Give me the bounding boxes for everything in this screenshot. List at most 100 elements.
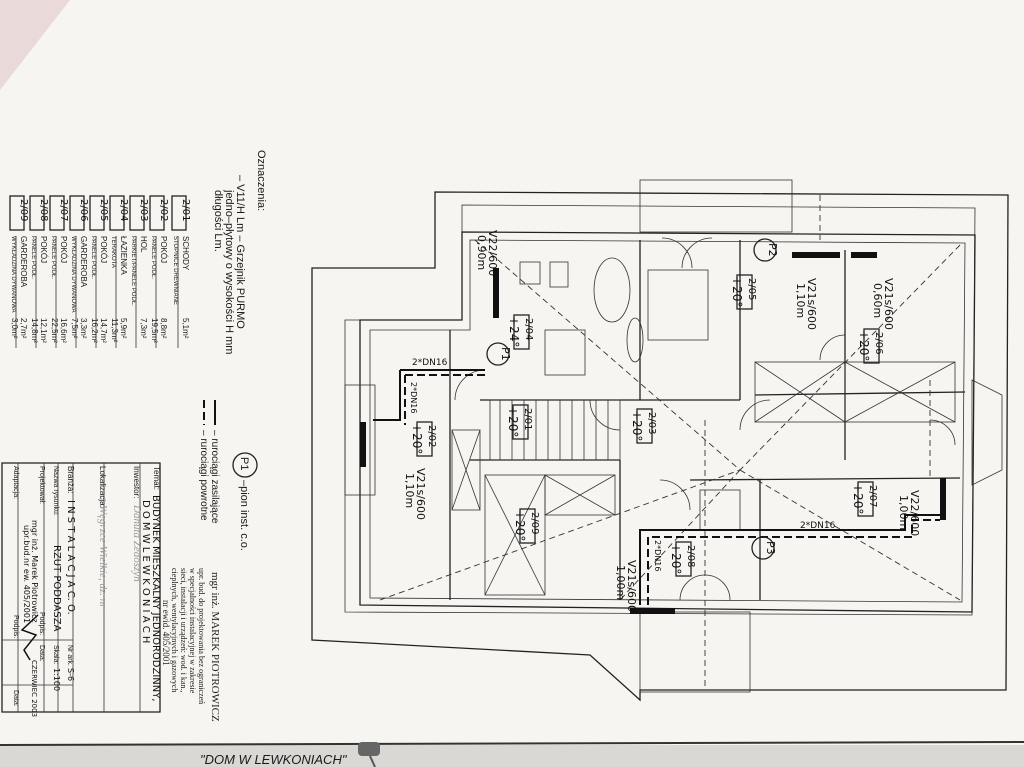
riser-icon bbox=[486, 342, 510, 366]
legend-radiator-2: jedno–płytowy o wysokości H mm bbox=[223, 189, 235, 354]
radiator-type: V21s/600 bbox=[625, 560, 638, 612]
floor-plan bbox=[311, 179, 1009, 702]
adaptacja-label: Adaptacja: bbox=[12, 466, 19, 499]
room-name: POKÓJ bbox=[159, 236, 168, 263]
legend: Oznaczenia: – V11/H Lm – Grzejnik PURMO … bbox=[198, 150, 267, 551]
room-number: 2/09 bbox=[18, 199, 29, 221]
room-tag-box bbox=[519, 508, 536, 544]
riser-label: P2 bbox=[766, 243, 779, 257]
radiator-2-02 bbox=[360, 422, 366, 467]
roof-outline bbox=[311, 191, 1009, 702]
room-temperature: +20° bbox=[851, 483, 865, 514]
radiator-length: 1,00m bbox=[897, 495, 910, 530]
podpis-label: Podpis: bbox=[38, 612, 45, 635]
room-number: 2/03 bbox=[138, 199, 149, 221]
room-temperature: +20° bbox=[669, 543, 683, 574]
room-area-2: 16,2m² bbox=[90, 318, 99, 343]
stamp-line: nr ewid. 405/2001 bbox=[161, 600, 171, 666]
room-number-box bbox=[29, 195, 45, 231]
stamp-line: mgr inż. MAREK PIOTROWICZ bbox=[209, 572, 221, 722]
shower bbox=[544, 329, 586, 376]
title-block: Temat: BUDYNEK MIESZKALNY JEDNORODZINNY,… bbox=[1, 462, 161, 717]
furniture-2-08 bbox=[699, 489, 741, 531]
bathtub bbox=[593, 257, 631, 323]
radiator-type: V22/600 bbox=[908, 490, 921, 536]
temat: BUDYNEK MIESZKALNY JEDNORODZINNY, bbox=[150, 495, 161, 702]
room-number: 2/07 bbox=[58, 199, 69, 221]
room-tag-number: 2/04 bbox=[523, 318, 534, 340]
radiator-type: V21s/600 bbox=[882, 278, 895, 330]
room-finish: PANELE PODŁ. bbox=[30, 236, 36, 279]
room-temperature: +20° bbox=[513, 510, 527, 541]
room-area: 7,3m² bbox=[139, 318, 148, 339]
room-number: 2/04 bbox=[118, 199, 129, 221]
room-name: SCHODY bbox=[181, 236, 190, 271]
room-area: 3,3m² bbox=[79, 318, 88, 339]
room-area-2: 14,8m² bbox=[30, 318, 39, 343]
legend-supply: – rurociągi zasilające bbox=[209, 430, 220, 524]
room-number-box bbox=[109, 195, 125, 231]
room-finish: TERAKOTA bbox=[110, 236, 116, 268]
room-tag-number: 2/09 bbox=[529, 512, 540, 534]
room-area-2: 7,5m² bbox=[70, 318, 79, 339]
room-temperature: +20° bbox=[410, 423, 424, 454]
radiator-2-08 bbox=[630, 608, 675, 614]
room-tag-number: 2/06 bbox=[873, 332, 884, 354]
room-finish: PANELE PODŁ. bbox=[150, 236, 156, 279]
room-tag-box bbox=[736, 274, 753, 310]
room-tag: 2/02+20° bbox=[410, 421, 437, 457]
room-name: ŁAZIENKA bbox=[119, 236, 128, 275]
room-temperature: +20° bbox=[730, 276, 744, 307]
room-finish: PANELE PODŁ. bbox=[90, 236, 96, 279]
roof-ridge-lines bbox=[379, 195, 961, 690]
room-number-box bbox=[129, 195, 145, 231]
pipe-label: 2*DN16 bbox=[412, 358, 448, 368]
room-tag-number: 2/07 bbox=[867, 485, 878, 507]
legend-riser-desc: –pion inst. c.o. bbox=[238, 480, 250, 551]
signature-icon bbox=[20, 614, 39, 661]
room-tag: 2/08+20° bbox=[669, 541, 696, 577]
room-name: GARDEROBA bbox=[79, 236, 88, 288]
room-area-2: 3,0m² bbox=[10, 318, 19, 339]
room-number: 2/01 bbox=[180, 199, 191, 221]
designer-license: upr.bud.nr ew. 405/2001 bbox=[22, 525, 31, 623]
lokalizacja-label: Lokalizacja: bbox=[98, 466, 107, 508]
radiator-type: V22/600 bbox=[486, 230, 499, 276]
branza-label: Branża: bbox=[66, 466, 75, 494]
riser-icon bbox=[753, 238, 777, 262]
inwestor-label: Inwestor: bbox=[132, 466, 141, 498]
external-walls bbox=[359, 231, 976, 613]
room-name: POKÓJ bbox=[99, 236, 108, 263]
room-area: 5,1m² bbox=[181, 318, 190, 339]
legend-radiator-3: długości Lm. bbox=[212, 190, 224, 252]
binder-clip-icon bbox=[358, 742, 380, 767]
pipe-label: 2*DN16 bbox=[800, 521, 836, 531]
binding-strip bbox=[0, 745, 1024, 767]
pipe-label: 2*DN16 bbox=[409, 382, 418, 413]
temat-label: Temat: bbox=[152, 466, 161, 490]
room-tag-number: 2/08 bbox=[685, 545, 696, 567]
room-finish: WYKŁADZINA DYWANOWA bbox=[10, 236, 16, 313]
stamp-line: upr. bud. do projektowania bez ogranicze… bbox=[197, 568, 206, 704]
room-temperature: +20° bbox=[857, 330, 871, 361]
room-number-box bbox=[9, 195, 25, 231]
legend-radiator: – V11/H Lm – Grzejnik PURMO bbox=[234, 175, 246, 329]
date: CZERWIEC 2003 bbox=[30, 660, 38, 717]
room-finish: WYKŁADZINA DYWANOWA bbox=[70, 236, 76, 313]
room-number-box bbox=[49, 195, 65, 231]
room-number-box bbox=[171, 195, 187, 231]
balcony-bottom bbox=[639, 611, 751, 693]
staircase bbox=[489, 399, 621, 461]
room-tag-number: 2/01 bbox=[522, 408, 533, 430]
room-tag-box bbox=[675, 541, 692, 577]
skala-label: Skala: bbox=[52, 645, 59, 665]
designer-stamp: mgr inż. MAREK PIOTROWICZ upr. bud. do p… bbox=[161, 568, 221, 722]
